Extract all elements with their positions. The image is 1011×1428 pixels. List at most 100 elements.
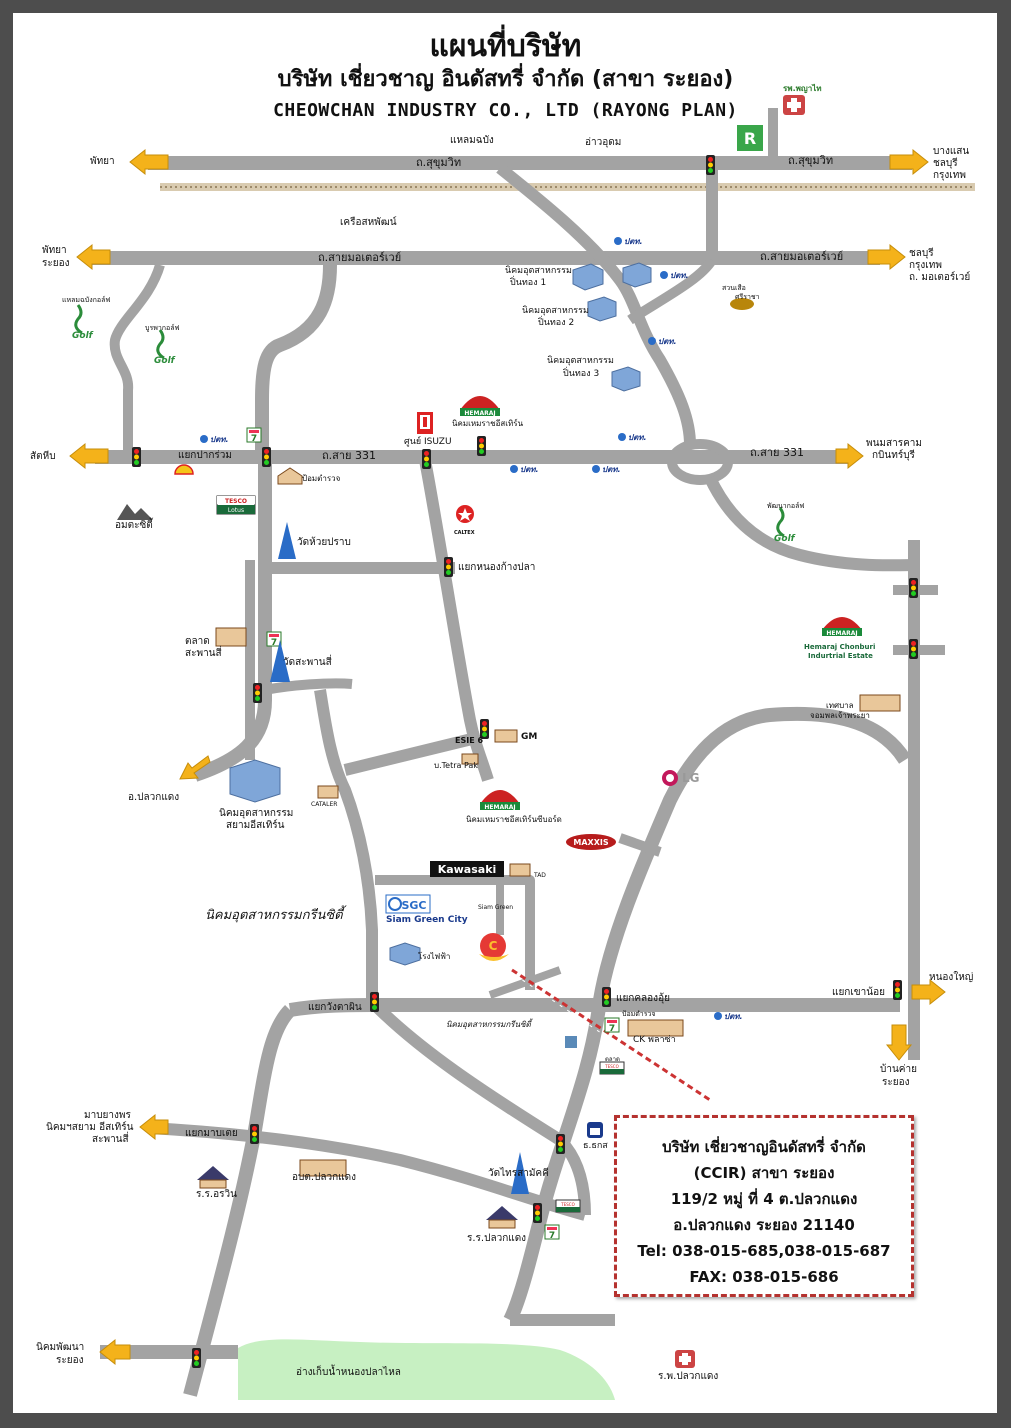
road-label-331-right: ถ.สาย 331 — [750, 446, 804, 459]
label-esie: ESIE 6 — [455, 736, 484, 745]
tesco-lotus-icon-small: TESCO — [599, 1061, 625, 1075]
label-khrua-sahaphat: เครือสหพัฒน์ — [340, 217, 397, 228]
dir-siam-eastern: นิคมฯสยาม อีสเทิร์น — [46, 1122, 134, 1133]
label-burapha-golf: บูรพากอล์ฟ — [145, 324, 180, 332]
municipality-icon — [859, 694, 901, 712]
amata-icon — [117, 504, 153, 520]
svg-text:7: 7 — [549, 1231, 555, 1241]
label-hemaraj-eastern: นิคมเหมราชอีสเทิร์น — [452, 419, 524, 428]
seven-eleven-icons: 7 7 7 7 — [246, 427, 620, 1241]
building-icon-pinthong2 — [587, 296, 617, 322]
arrow-ban-khai — [885, 1024, 913, 1061]
svg-text:7: 7 — [251, 434, 257, 444]
label-pinthong3: นิคมอุตสาหกรรม — [547, 356, 614, 366]
tetra-icon — [461, 753, 479, 765]
label-talat-2: สะพานสี่ — [185, 648, 222, 659]
label-hemaraj-chonburi-2: Indurtrial Estate — [808, 652, 873, 660]
hospital-icon-bottom — [675, 1350, 695, 1368]
arrow-pattaya-rayong — [76, 243, 111, 271]
contact-address-1: 119/2 หมู่ ที่ 4 ต.ปลวกแดง — [670, 1190, 858, 1208]
arrow-chonburi — [867, 243, 906, 271]
road-label-sukhumvit-right: ถ.สุขุมวิท — [788, 154, 834, 167]
label-yaek-nong-kang-pla: แยกหนองก้างปลา — [458, 562, 536, 573]
svg-text:Golf: Golf — [154, 356, 176, 366]
label-obt: อบต.ปลวกแดง — [292, 1172, 356, 1183]
svg-text:TESCO: TESCO — [225, 498, 247, 505]
building-icon-pinthong-b — [622, 262, 652, 288]
contact-box: บริษัท เชี่ยวชาญอินดัสทรี่ จำกัด (CCIR) … — [614, 1115, 914, 1297]
label-wat-saphan-si: วัดสะพานสี่ — [283, 657, 332, 668]
dir-ban-khai: บ้านค่าย — [880, 1064, 917, 1075]
svg-text:ปตท.: ปตท. — [624, 237, 643, 246]
label-yaek-khao-noi: แยกเขาน้อย — [832, 987, 885, 998]
road-label-motorway-left: ถ.สายมอเตอร์เวย์ — [318, 251, 402, 264]
reservoir-area — [238, 1339, 615, 1400]
company-name-en: CHEOWCHAN INDUSTRY CO., LTD (RAYONG PLAN… — [273, 100, 738, 121]
dir-chonburi-3: ถ. มอเตอร์เวย์ — [909, 272, 971, 283]
cataler-icon — [317, 785, 339, 799]
building-icon-siam-eastern — [229, 759, 281, 803]
traffic-lights — [132, 155, 918, 1368]
dir-map-yang-phon: มาบยางพร — [84, 1110, 131, 1121]
arrow-sattahip — [69, 442, 109, 470]
svg-text:TESCO: TESCO — [560, 1202, 574, 1207]
maxxis-icon: MAXXIS — [566, 834, 616, 850]
company-name-th: บริษัท เชี่ยวชาญ อินดัสทรี่ จำกัด (สาขา … — [277, 67, 734, 92]
arrow-nong-yai — [911, 978, 946, 1006]
label-school-pluak: ร.ร.ปลวกแดง — [467, 1233, 527, 1244]
label-school-orawin: ร.ร.อรวิน — [196, 1189, 237, 1200]
arrow-pluak-daeng — [179, 755, 211, 780]
dir-phatthana: นิคมพัฒนา — [36, 1342, 85, 1353]
tiger-zoo-icon — [730, 298, 754, 310]
label-amata: อมตะซิตี้ — [115, 520, 153, 531]
label-pinthong2-b: ปิ่นทอง 2 — [538, 318, 575, 328]
dir-pluak-daeng: อ.ปลวกแดง — [128, 792, 180, 803]
label-green-city-2: นิคมอุตสาหกรรมกรีนซิตี้ — [446, 1020, 531, 1029]
dir-chonburi-2: กรุงเทพ — [909, 260, 942, 271]
label-pinthong2: นิคมอุตสาหกรรม — [522, 306, 589, 316]
dir-bangsaen-3: กรุงเทพ — [933, 170, 966, 181]
label-suan-suea: สวนเสือ — [722, 284, 746, 292]
svg-text:MAXXIS: MAXXIS — [573, 838, 608, 847]
arrow-phanom — [835, 442, 864, 470]
police-icon — [277, 467, 303, 485]
temple-icons — [270, 522, 529, 1194]
label-siam-eastern-2: สยามอีสเทิร์น — [226, 820, 285, 831]
svg-text:7: 7 — [609, 1024, 615, 1034]
label-tad: TAD — [534, 872, 546, 879]
shell-icon — [174, 464, 194, 475]
svg-text:Golf: Golf — [72, 331, 94, 341]
dir-ban-khai-rayong: ระยอง — [882, 1077, 910, 1088]
caltex-icon — [456, 505, 474, 523]
label-talat: ตลาด — [185, 636, 210, 647]
label-pinthong1-b: ปิ่นทอง 1 — [510, 278, 547, 288]
label-green-city-estate: นิคมอุตสาหกรรมกรีนซิตี้ — [205, 908, 343, 923]
power-plant-icon — [389, 942, 421, 966]
label-police: ป้อมตำรวจ — [302, 474, 341, 483]
label-yaek-wang-ta-phin: แยกวังตาผิน — [308, 1002, 362, 1013]
label-wat-huai-prap: วัดห้วยปราบ — [297, 537, 351, 548]
svg-text:7: 7 — [271, 638, 277, 648]
svg-text:ปตท.: ปตท. — [210, 435, 229, 444]
dir-nong-yai: หนองใหญ่ — [929, 972, 974, 983]
label-yaek-map-ui: แยกมาบเตย — [185, 1128, 238, 1139]
label-laem-chabang-golf: แหลมฉบังกอล์ฟ — [62, 296, 111, 304]
label-tetra: บ.Tetra Pak — [434, 761, 478, 770]
svg-text:ปตท.: ปตท. — [724, 1012, 743, 1021]
dir-saphan-si: สะพานสี่ — [92, 1134, 129, 1145]
label-cataler: CATALER — [311, 801, 338, 808]
label-ao-udom: อ่าวอุดม — [585, 137, 622, 148]
label-pinthong3-b: ปิ่นทอง 3 — [563, 369, 600, 379]
contact-branch: (CCIR) สาขา ระยอง — [693, 1164, 835, 1182]
label-phatthana-golf: พัฒนากอล์ฟ — [767, 502, 805, 510]
dir-kabin: กบินทร์บุรี — [872, 450, 915, 461]
label-lg: LG — [682, 771, 700, 785]
svg-text:HEMARAJ: HEMARAJ — [464, 410, 495, 417]
label-laem-chabang: แหลมฉบัง — [450, 135, 494, 146]
label-theshaban: เทศบาล — [826, 701, 854, 710]
hotel-logo: R — [737, 125, 763, 151]
label-siam-green: Siam Green — [478, 904, 514, 911]
label-police-2: ป้อมตำรวจ — [622, 1010, 656, 1018]
